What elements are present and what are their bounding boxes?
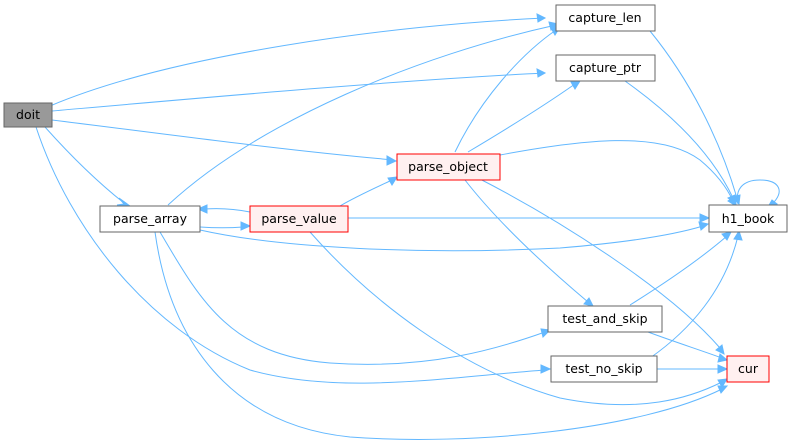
node-label: test_and_skip bbox=[562, 311, 647, 326]
arrowhead bbox=[540, 364, 552, 374]
arrowhead bbox=[698, 221, 710, 231]
edge-parse-array-test-and-skip bbox=[159, 231, 546, 365]
arrowhead bbox=[116, 197, 132, 207]
edges bbox=[35, 13, 780, 440]
edge-parse-value-parse-object bbox=[339, 179, 393, 207]
arrowhead bbox=[727, 194, 737, 206]
node-parse-object[interactable]: parse_object bbox=[396, 153, 501, 181]
edge-parse-object-capture-ptr bbox=[467, 83, 576, 153]
nodes: doit parse_array parse_value parse_objec… bbox=[3, 4, 788, 383]
arrowhead bbox=[717, 353, 729, 363]
arrowhead bbox=[387, 176, 398, 186]
node-capture-ptr[interactable]: capture_ptr bbox=[555, 54, 656, 82]
node-test-no-skip[interactable]: test_no_skip bbox=[550, 355, 658, 383]
arrowhead bbox=[717, 364, 729, 374]
edge-parse-array-h1-book bbox=[199, 225, 704, 252]
node-label: parse_value bbox=[261, 211, 337, 226]
edge-capture-ptr-h1-book bbox=[624, 80, 734, 199]
arrowhead bbox=[699, 213, 711, 223]
edge-doit-test-no-skip bbox=[35, 126, 546, 384]
edge-parse-array-parse-value bbox=[199, 226, 244, 229]
edge-doit-parse-array bbox=[44, 126, 125, 204]
node-label: parse_object bbox=[408, 159, 488, 174]
arrowhead bbox=[536, 13, 547, 23]
edge-parse-object-test-and-skip bbox=[464, 179, 589, 303]
edge-test-and-skip-h1-book bbox=[629, 235, 728, 306]
arrowhead bbox=[717, 378, 728, 388]
edge-parse-array-cur bbox=[154, 231, 723, 440]
node-capture-len[interactable]: capture_len bbox=[555, 4, 656, 32]
edge-parse-value-cur bbox=[309, 231, 723, 406]
arrowhead bbox=[733, 229, 743, 241]
node-label: parse_array bbox=[113, 211, 188, 226]
node-label: doit bbox=[16, 107, 40, 122]
node-h1-book[interactable]: h1_book bbox=[708, 204, 788, 233]
edge-capture-len-h1-book bbox=[649, 30, 738, 199]
edge-parse-object-h1-book bbox=[499, 140, 734, 202]
node-doit[interactable]: doit bbox=[3, 102, 53, 128]
node-label: capture_ptr bbox=[569, 60, 642, 75]
edge-test-and-skip-cur bbox=[647, 331, 723, 359]
node-label: h1_book bbox=[722, 211, 775, 226]
edge-parse-value-parse-array bbox=[204, 208, 251, 213]
edge-parse-object-capture-len bbox=[454, 29, 557, 153]
arrowhead bbox=[715, 344, 725, 355]
edge-parse-object-cur bbox=[477, 177, 721, 349]
node-label: test_no_skip bbox=[565, 361, 642, 376]
node-parse-array[interactable]: parse_array bbox=[99, 205, 201, 233]
arrowhead bbox=[196, 204, 208, 214]
node-parse-value[interactable]: parse_value bbox=[249, 205, 349, 233]
arrowhead bbox=[570, 80, 581, 90]
edge-h1-book-self bbox=[736, 179, 780, 205]
node-label: cur bbox=[738, 361, 759, 376]
arrowhead bbox=[721, 231, 732, 241]
edge-doit-parse-object bbox=[51, 119, 395, 161]
edge-test-no-skip-h1-book bbox=[649, 235, 739, 359]
edge-doit-capture-ptr bbox=[51, 72, 546, 112]
node-label: capture_len bbox=[568, 10, 641, 25]
node-test-and-skip[interactable]: test_and_skip bbox=[547, 305, 663, 333]
arrowhead bbox=[386, 155, 398, 166]
edge-doit-capture-len bbox=[49, 17, 546, 107]
arrowhead bbox=[536, 68, 547, 78]
arrowhead bbox=[583, 297, 594, 307]
node-cur[interactable]: cur bbox=[726, 355, 770, 383]
edge-parse-array-capture-len bbox=[167, 24, 557, 206]
arrowhead bbox=[240, 221, 252, 231]
